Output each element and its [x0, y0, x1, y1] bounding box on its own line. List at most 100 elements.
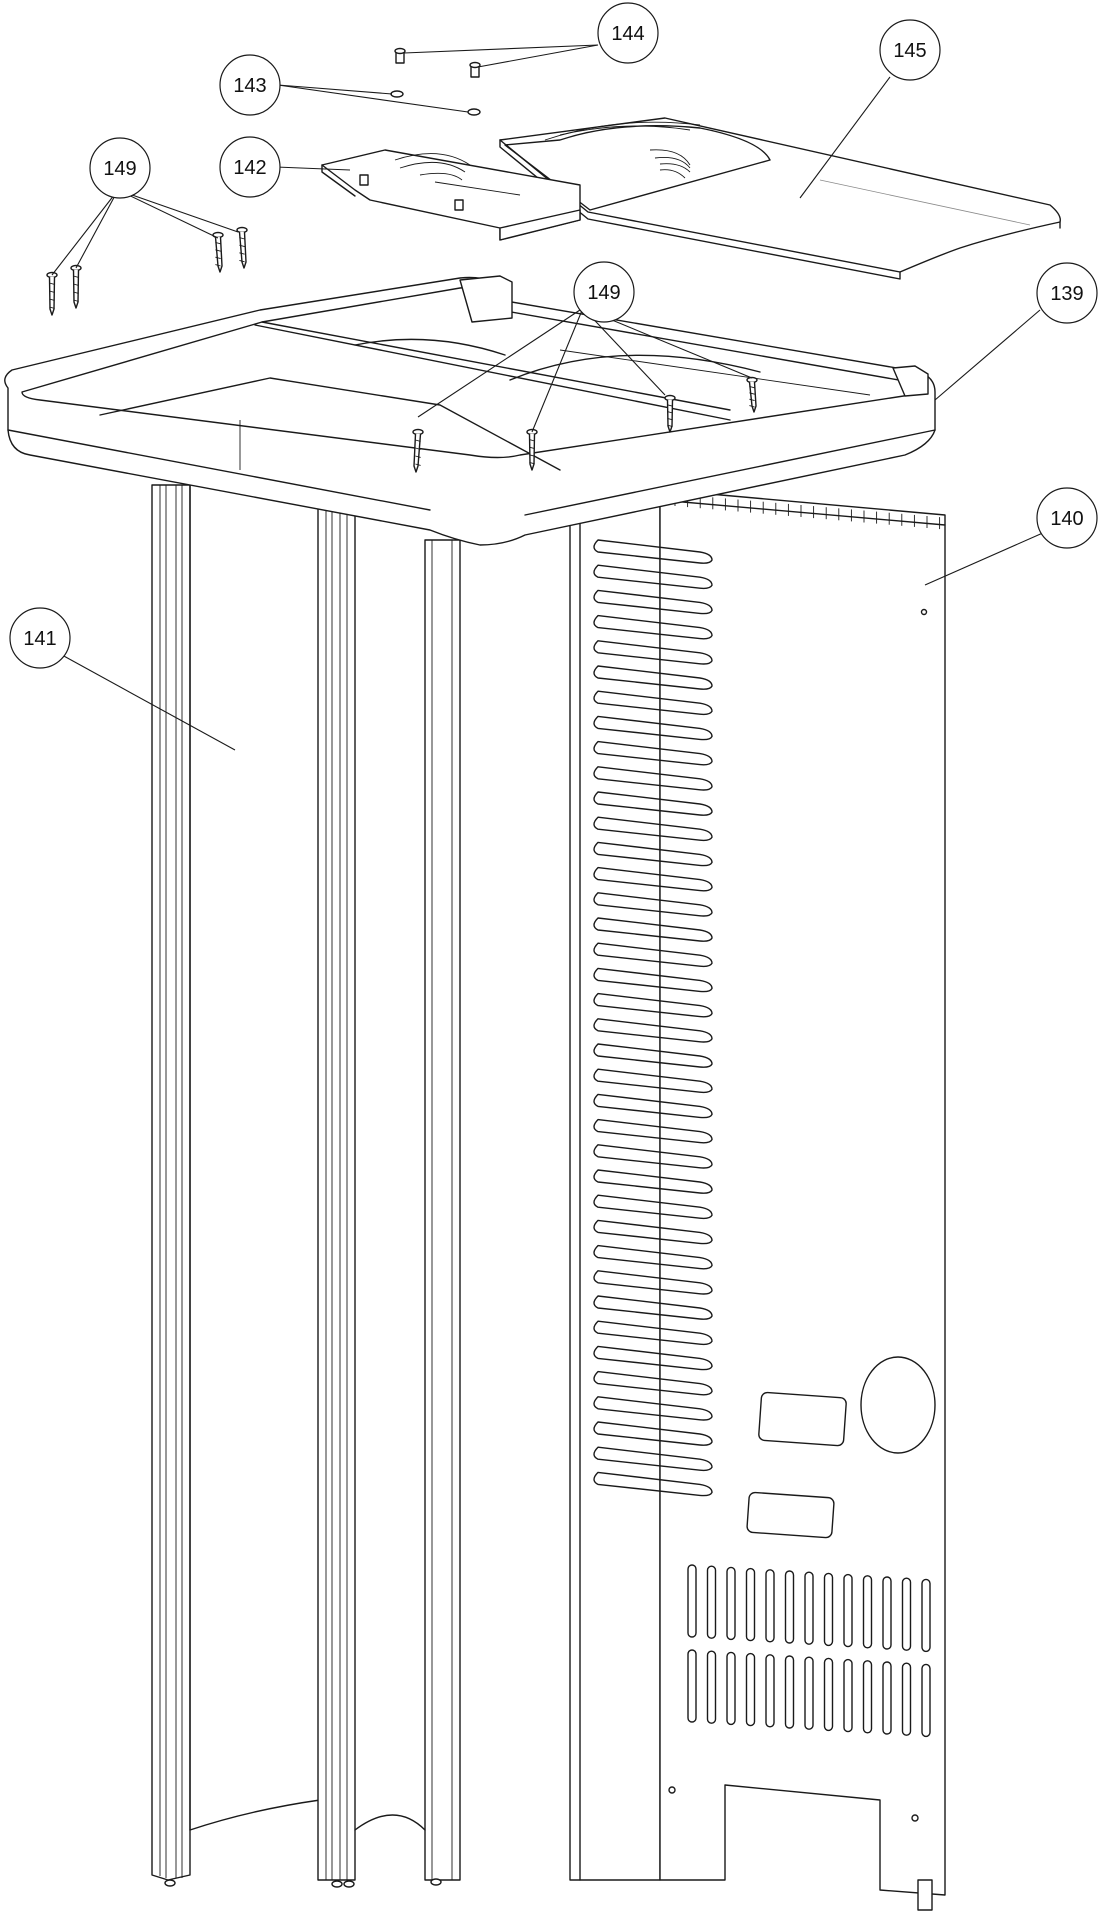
vent-slot — [706, 1650, 717, 1724]
vent-slot — [726, 1651, 736, 1726]
top-frame-part-139 — [4, 275, 936, 546]
vent-slot — [804, 1656, 814, 1730]
louvre — [593, 614, 713, 640]
callout-143-label: 143 — [233, 75, 266, 97]
vent-slot — [882, 1661, 892, 1735]
vent-slot — [687, 1649, 697, 1723]
callout-145: 145 — [879, 19, 941, 81]
louvre — [593, 589, 713, 615]
louvre — [593, 992, 713, 1018]
callout-143: 143 — [219, 54, 281, 116]
louvre — [593, 791, 713, 816]
vent-slot — [765, 1654, 775, 1728]
louvre — [593, 1345, 713, 1371]
louvre — [593, 1396, 713, 1421]
panel-vent-slots — [687, 1564, 931, 1738]
louvre — [593, 1219, 713, 1245]
louvre — [593, 841, 713, 867]
louvre — [593, 1270, 713, 1295]
vent-slot — [823, 1572, 834, 1647]
louvre — [593, 564, 713, 590]
vent-slot — [862, 1660, 873, 1734]
callout-141-label: 141 — [23, 628, 56, 650]
louvre — [593, 866, 713, 892]
louvre — [593, 1093, 713, 1119]
side-panel-part-140 — [569, 489, 946, 1911]
louvre — [593, 1144, 713, 1169]
louvre — [593, 942, 713, 968]
louvre — [593, 1446, 713, 1472]
louvre — [593, 1421, 713, 1446]
louvre — [593, 1018, 713, 1043]
screw-149 — [236, 226, 248, 269]
callout-139: 139 — [1036, 262, 1098, 324]
screws-part-144 — [394, 47, 481, 78]
washers-part-143 — [390, 90, 481, 116]
louvre — [593, 917, 713, 942]
louvre — [593, 1320, 713, 1346]
louvre — [593, 1068, 713, 1094]
vent-slot — [706, 1565, 717, 1639]
screw-149 — [664, 394, 676, 433]
louvre — [593, 1295, 713, 1320]
louvre — [593, 640, 713, 665]
louvre — [593, 967, 713, 993]
vent-slot — [823, 1657, 834, 1732]
callout-141: 141 — [9, 607, 71, 669]
callout-144-label: 144 — [611, 23, 644, 45]
vent-slot — [745, 1567, 756, 1642]
louvre — [593, 816, 713, 842]
vent-slot — [882, 1576, 892, 1650]
vent-slot — [726, 1566, 736, 1641]
louvre — [593, 665, 713, 690]
callout-145-label: 145 — [893, 40, 926, 62]
vent-slot — [745, 1652, 756, 1727]
vent-slot — [843, 1658, 853, 1733]
callout-149-center: 149 — [573, 261, 635, 323]
callout-140-label: 140 — [1050, 508, 1083, 530]
louvre — [593, 1169, 713, 1194]
callout-142: 142 — [219, 136, 281, 198]
panel-louvres — [593, 539, 713, 1497]
vent-slot — [862, 1575, 873, 1649]
screw-149 — [212, 231, 224, 273]
vent-slot — [687, 1564, 697, 1638]
louvre — [593, 1370, 713, 1396]
louvre — [593, 766, 713, 791]
vent-slot — [921, 1663, 931, 1738]
callout-144: 144 — [597, 2, 659, 64]
louvre — [593, 1118, 713, 1144]
screw-149 — [412, 428, 424, 473]
leader-lines — [51, 44, 1046, 751]
louvre — [593, 892, 713, 917]
screw-149 — [46, 271, 58, 316]
vent-slot — [784, 1570, 795, 1644]
vent-slot — [921, 1578, 931, 1653]
column-part-141 — [151, 419, 461, 1888]
louvre — [593, 690, 713, 716]
vent-slot — [784, 1655, 795, 1729]
screw-149 — [70, 264, 82, 309]
louvre — [593, 740, 713, 766]
louvre — [593, 1244, 713, 1270]
callout-149-top-label: 149 — [103, 158, 136, 180]
louvre — [593, 1471, 713, 1497]
callout-140: 140 — [1036, 487, 1098, 549]
vent-slot — [804, 1571, 814, 1645]
bracket-part-142 — [321, 149, 581, 241]
callout-142-label: 142 — [233, 157, 266, 179]
louvre — [593, 1194, 713, 1220]
callout-149-center-label: 149 — [587, 282, 620, 304]
screws-part-149 — [46, 226, 758, 473]
vent-slot — [901, 1662, 912, 1736]
callout-149-top: 149 — [89, 137, 151, 199]
callout-139-label: 139 — [1050, 283, 1083, 305]
louvre — [593, 539, 713, 564]
louvre — [593, 1043, 713, 1068]
top-cover-part-145 — [499, 117, 1061, 280]
louvre — [593, 715, 713, 741]
vent-slot — [901, 1577, 912, 1651]
vent-slot — [765, 1569, 775, 1643]
screw-149 — [746, 376, 758, 413]
